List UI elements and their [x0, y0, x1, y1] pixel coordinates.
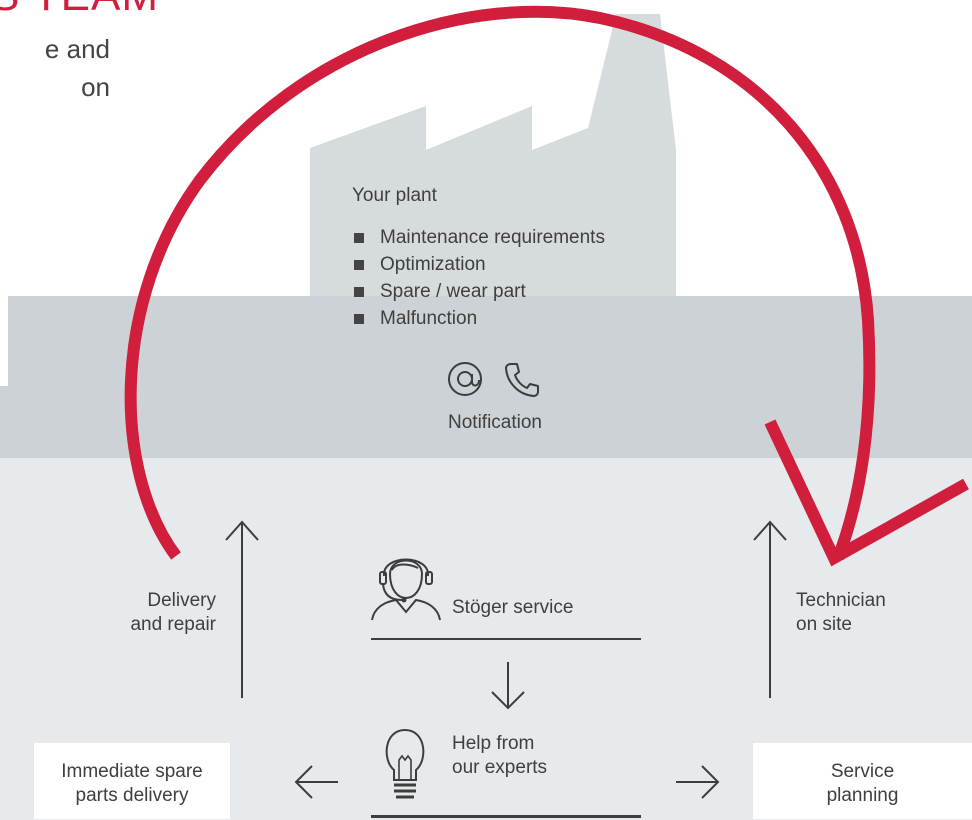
- page-heading: S TEAM: [0, 0, 159, 22]
- square-bullet-icon: [354, 314, 364, 324]
- divider: [371, 638, 641, 640]
- headset-agent-icon: [371, 558, 441, 621]
- at-icon: [448, 362, 482, 396]
- list-item: Spare / wear part: [354, 278, 605, 305]
- intro-text: e and on: [0, 30, 110, 106]
- arrow-up-icon: [753, 520, 787, 698]
- spare-parts-delivery-label: Immediate spare parts delivery: [61, 761, 203, 806]
- intro-line-1: e and: [44, 34, 110, 64]
- divider: [371, 815, 641, 818]
- service-planning-box: Service planning: [753, 743, 972, 819]
- list-item: Maintenance requirements: [354, 224, 605, 251]
- technician-on-site-label: Technician on site: [796, 590, 886, 635]
- spare-parts-delivery-box: Immediate spare parts delivery: [34, 743, 230, 819]
- service-planning-label: Service planning: [826, 761, 899, 806]
- square-bullet-icon: [354, 233, 364, 243]
- plant-title: Your plant: [352, 185, 437, 206]
- square-bullet-icon: [354, 260, 364, 270]
- intro-line-2: on: [81, 72, 110, 102]
- lightbulb-icon: [385, 728, 425, 799]
- arrow-right-icon: [676, 765, 720, 799]
- requirements-list: Maintenance requirements Optimization Sp…: [354, 224, 605, 332]
- help-from-experts-label: Help from our experts: [452, 733, 548, 778]
- square-bullet-icon: [354, 287, 364, 297]
- delivery-repair-label: Delivery and repair: [130, 590, 216, 635]
- phone-icon: [505, 363, 539, 397]
- notification-label: Notification: [448, 412, 542, 433]
- arrow-down-icon: [491, 662, 525, 710]
- list-item: Optimization: [354, 251, 605, 278]
- list-item: Malfunction: [354, 305, 605, 332]
- band-left-upper: [8, 296, 400, 386]
- stoger-service-label: Stöger service: [452, 597, 574, 618]
- factory-silhouette: [310, 14, 676, 300]
- band-left-lower: [0, 386, 400, 458]
- arrow-up-icon: [225, 520, 259, 698]
- band-left-lightbar: [0, 296, 8, 386]
- arrow-left-icon: [294, 765, 338, 799]
